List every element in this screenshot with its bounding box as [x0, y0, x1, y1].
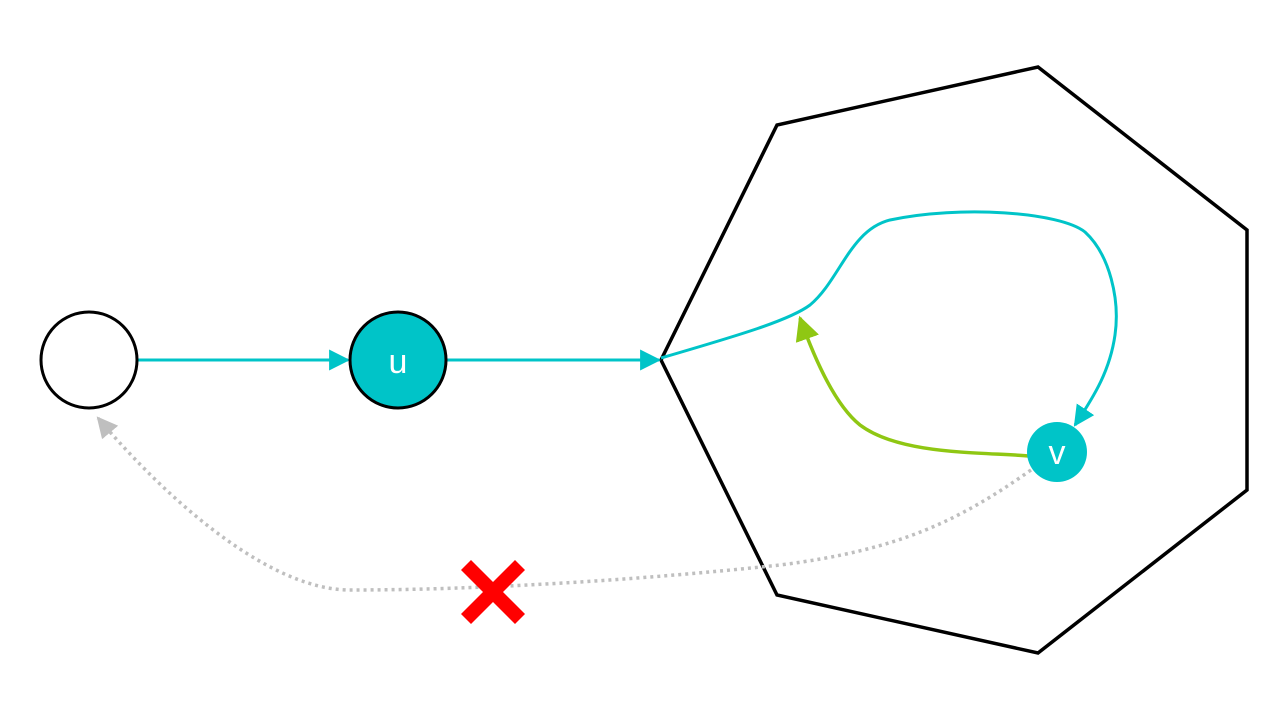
start-node: [39, 310, 139, 410]
path-component-to-v: [660, 210, 1118, 427]
back-edge-v: [795, 315, 1031, 458]
node-v: v: [1027, 422, 1087, 482]
x-mark-icon: [461, 560, 525, 624]
node-v-label: v: [1049, 434, 1066, 472]
node-u-label: u: [389, 343, 408, 381]
component-heptagon: [659, 65, 1249, 655]
node-u: u: [348, 310, 448, 410]
blocked-edge-v-to-start: [96, 416, 1033, 592]
